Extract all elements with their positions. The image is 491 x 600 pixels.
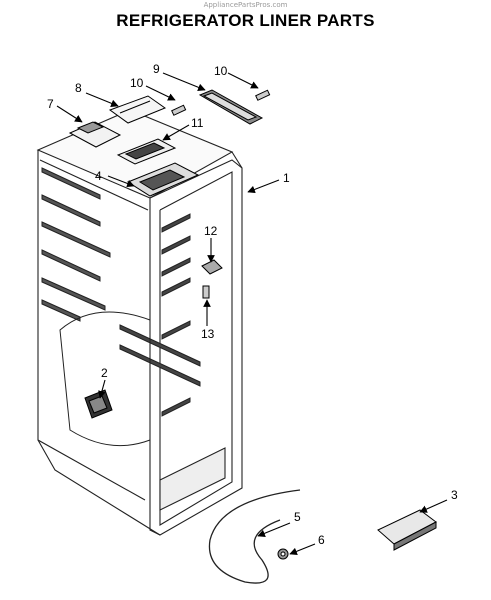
callout-3: 3 <box>451 488 458 502</box>
part-10-screw-right <box>255 89 271 101</box>
part-5-water-line <box>208 489 301 584</box>
refrigerator-liner <box>36 109 243 536</box>
part-3-door-stop <box>377 509 437 551</box>
crisper-cavity <box>59 311 151 447</box>
callout-1: 1 <box>283 171 290 185</box>
watermark: AppliancePartsPros.com <box>203 1 288 9</box>
left-wall-shelf-rails <box>41 167 111 322</box>
callout-4: 4 <box>95 169 102 183</box>
part-11-control-board <box>116 138 177 165</box>
callout-13: 13 <box>201 327 215 341</box>
part-13-screw <box>202 285 210 299</box>
page-title: REFRIGERATOR LINER PARTS <box>116 11 375 30</box>
callout-5: 5 <box>294 510 301 524</box>
callout-9: 9 <box>153 62 160 76</box>
right-wall-shelf-rails <box>119 213 201 417</box>
callout-7: 7 <box>47 97 54 111</box>
part-8-duct <box>108 95 167 124</box>
callout-labels: 1 2 3 4 5 6 7 8 9 10 10 11 12 13 <box>47 62 458 547</box>
part-10-screw-left <box>171 104 187 116</box>
part-9-light-cover <box>198 89 264 125</box>
callout-2: 2 <box>101 366 108 380</box>
callout-11: 11 <box>191 116 204 130</box>
callout-12: 12 <box>204 224 218 238</box>
part-7-diffuser <box>68 121 122 148</box>
part-6-fitting <box>277 548 289 560</box>
callout-8: 8 <box>75 81 82 95</box>
part-2-bracket <box>84 389 113 419</box>
callout-10b: 10 <box>214 64 228 78</box>
leader-arrows <box>56 72 448 556</box>
part-4-control-housing <box>126 162 200 197</box>
callout-10a: 10 <box>130 76 144 90</box>
callout-6: 6 <box>318 533 325 547</box>
